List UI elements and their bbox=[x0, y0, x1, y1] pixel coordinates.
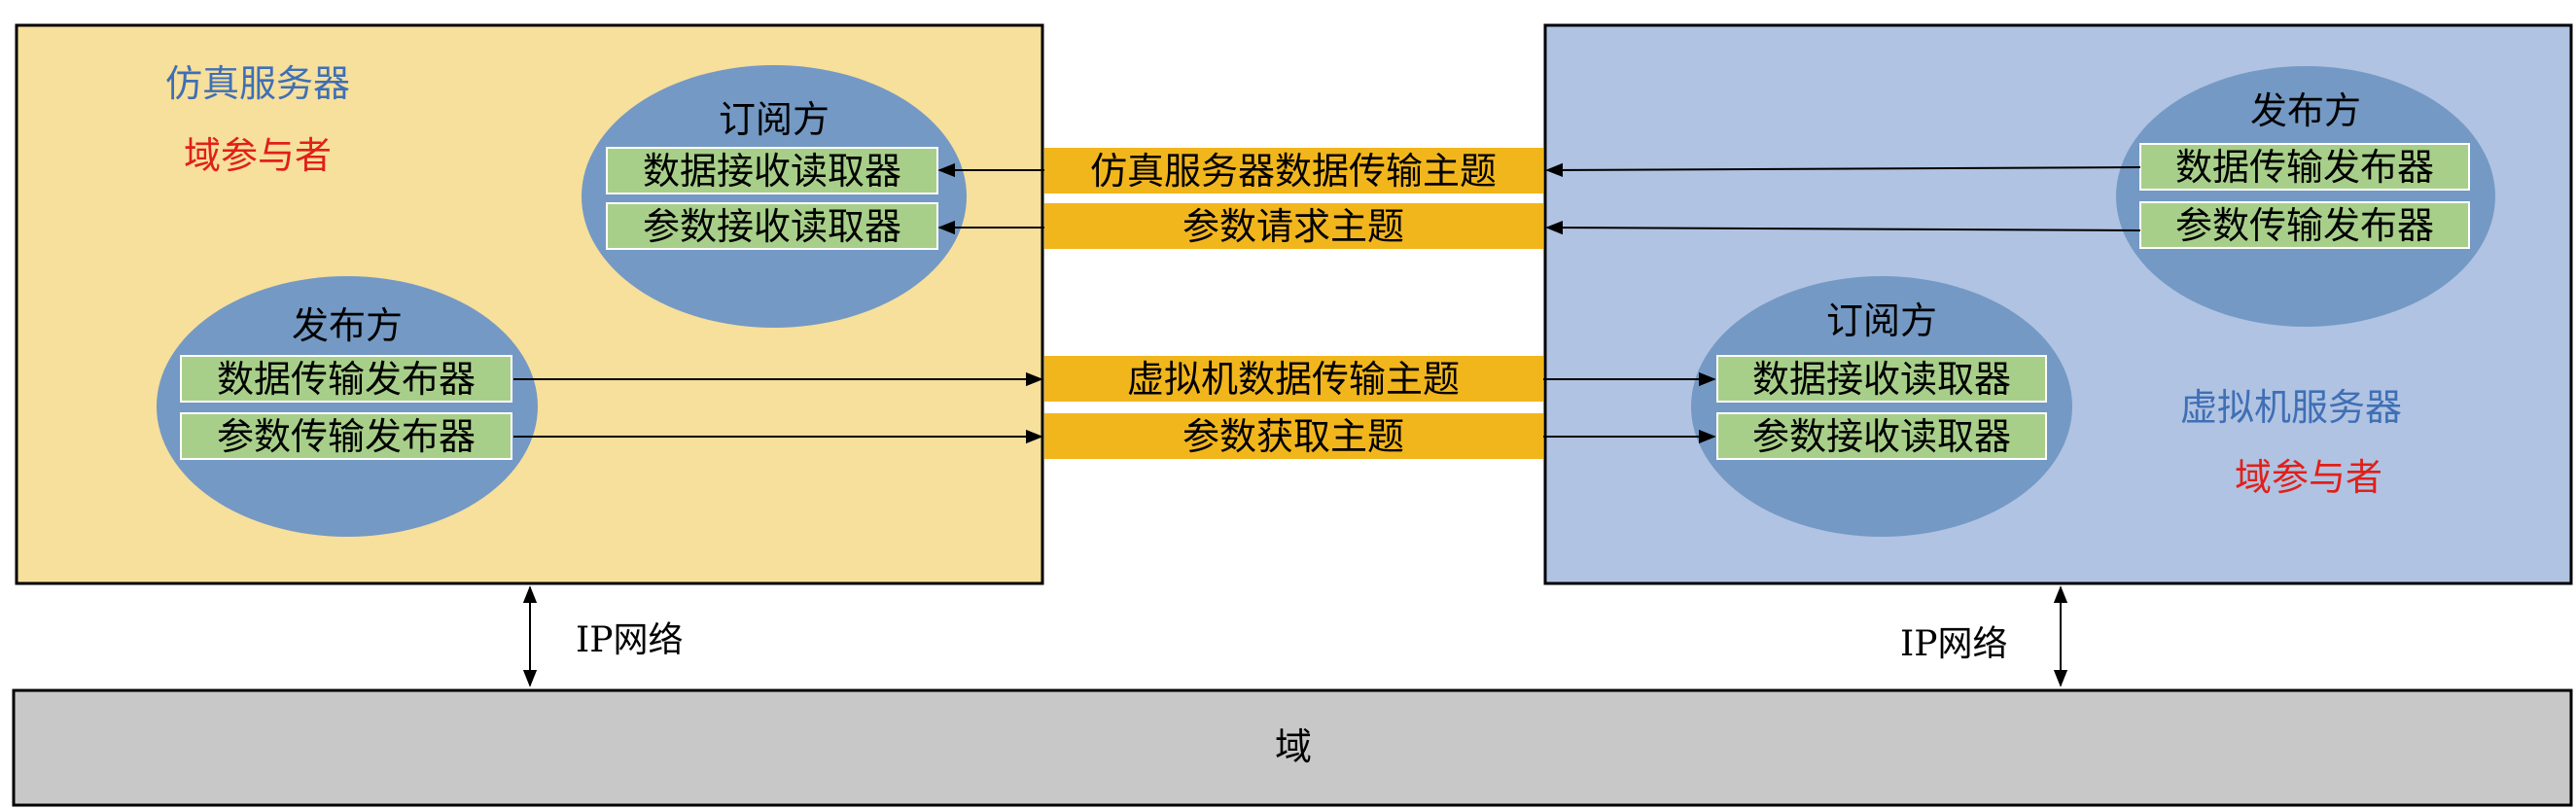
topic-label-param-request: 参数请求主题 bbox=[1182, 205, 1404, 248]
left-server-title: 仿真服务器 bbox=[165, 62, 350, 105]
left-param-reader-label: 参数接收读取器 bbox=[643, 205, 901, 248]
left-data-writer-label: 数据传输发布器 bbox=[217, 358, 476, 401]
topic-bar-vm-data bbox=[1044, 356, 1543, 402]
domain-label: 域 bbox=[1275, 725, 1312, 768]
topic-bar-sim-data bbox=[1044, 148, 1543, 194]
topic-bar-param-acquire bbox=[1044, 413, 1543, 459]
topic-bar-param-request bbox=[1044, 203, 1543, 249]
left-server-role: 域参与者 bbox=[184, 134, 332, 177]
right-data-writer-box bbox=[2139, 143, 2470, 191]
topic-label-vm-data: 虚拟机数据传输主题 bbox=[1127, 358, 1460, 401]
right-param-writer-box bbox=[2139, 201, 2470, 249]
right-publisher-title: 发布方 bbox=[2250, 89, 2361, 132]
left-data-reader-box bbox=[606, 147, 938, 194]
right-publisher-ellipse bbox=[2116, 66, 2495, 327]
right-server-role: 域参与者 bbox=[2235, 456, 2382, 499]
topic-label-sim-data: 仿真服务器数据传输主题 bbox=[1090, 150, 1497, 193]
right-data-reader-box bbox=[1716, 355, 2047, 403]
right-subscriber-title: 订阅方 bbox=[1826, 299, 1937, 342]
right-server-title: 虚拟机服务器 bbox=[2180, 386, 2402, 429]
left-param-writer-box bbox=[180, 412, 512, 460]
left-param-reader-box bbox=[606, 202, 938, 250]
left-data-reader-label: 数据接收读取器 bbox=[643, 150, 901, 193]
left-subscriber-title: 订阅方 bbox=[719, 98, 829, 141]
left-network-label: IP网络 bbox=[576, 620, 683, 660]
left-publisher-title: 发布方 bbox=[292, 304, 403, 347]
right-network-label: IP网络 bbox=[1900, 624, 2007, 664]
right-param-reader-label: 参数接收读取器 bbox=[1752, 415, 2011, 458]
right-subscriber-ellipse bbox=[1691, 276, 2072, 537]
right-data-reader-label: 数据接收读取器 bbox=[1752, 358, 2011, 401]
topic-label-param-acquire: 参数获取主题 bbox=[1182, 415, 1404, 458]
left-subscriber-ellipse bbox=[582, 65, 967, 328]
right-param-reader-box bbox=[1716, 412, 2047, 460]
left-publisher-ellipse bbox=[157, 276, 538, 537]
left-data-writer-box bbox=[180, 355, 512, 403]
left-param-writer-label: 参数传输发布器 bbox=[217, 415, 476, 458]
arrow-right-param-writer-to-topic bbox=[1545, 220, 2141, 235]
domain-bar bbox=[12, 688, 2573, 807]
right-data-writer-label: 数据传输发布器 bbox=[2175, 146, 2434, 189]
right-param-writer-label: 参数传输发布器 bbox=[2175, 204, 2434, 247]
arrow-right-data-writer-to-topic bbox=[1545, 162, 2141, 178]
